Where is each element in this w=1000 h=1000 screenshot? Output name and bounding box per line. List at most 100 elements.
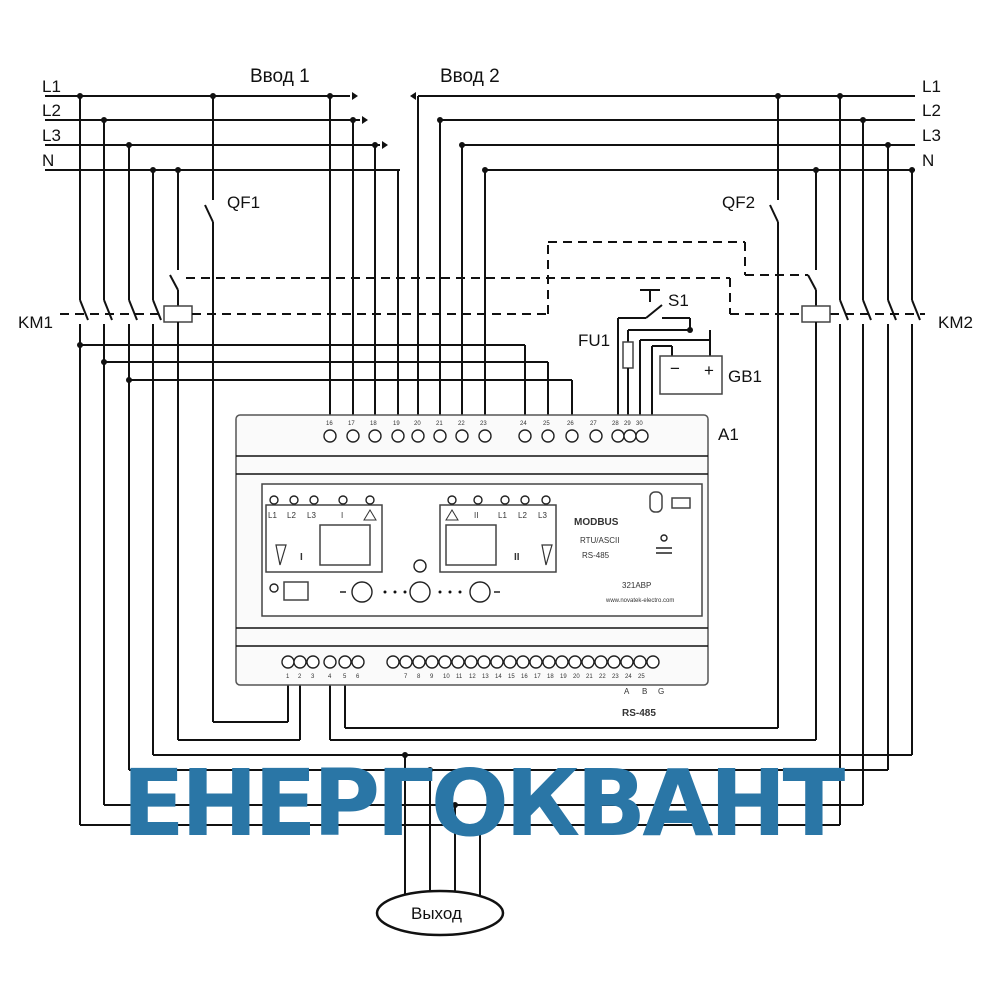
right-drops bbox=[775, 93, 921, 825]
port-icon bbox=[649, 491, 663, 513]
input2-label: Ввод 2 bbox=[440, 66, 500, 87]
svg-text:6: 6 bbox=[356, 674, 360, 680]
rs485-pin-g: G bbox=[658, 687, 664, 696]
qf2-label: QF2 bbox=[722, 193, 755, 212]
svg-text:28: 28 bbox=[612, 421, 619, 427]
generator-led-icon bbox=[269, 583, 279, 593]
rs485-pin-a: A bbox=[624, 687, 630, 696]
svg-text:23: 23 bbox=[612, 674, 619, 680]
svg-text:26: 26 bbox=[567, 421, 574, 427]
km1-label: KM1 bbox=[18, 313, 53, 332]
svg-text:21: 21 bbox=[436, 421, 443, 427]
top-terminals bbox=[323, 429, 649, 443]
svg-text:II: II bbox=[514, 552, 520, 563]
svg-text:2: 2 bbox=[298, 674, 302, 680]
svg-text:19: 19 bbox=[560, 674, 567, 680]
modbus-label: MODBUS bbox=[574, 517, 619, 528]
output-bus bbox=[80, 752, 912, 900]
svg-text:22: 22 bbox=[599, 674, 606, 680]
svg-text:13: 13 bbox=[482, 674, 489, 680]
qf1-breaker bbox=[204, 96, 289, 723]
svg-text:17: 17 bbox=[348, 421, 355, 427]
phase-label-l2-right: L2 bbox=[922, 101, 941, 120]
svg-text:22: 22 bbox=[458, 421, 465, 427]
svg-text:L3: L3 bbox=[307, 511, 316, 520]
svg-text:4: 4 bbox=[328, 674, 332, 680]
svg-text:7: 7 bbox=[404, 674, 408, 680]
svg-text:I: I bbox=[341, 511, 343, 520]
gb1-label: GB1 bbox=[728, 367, 762, 386]
phase-label-l1-left: L1 bbox=[42, 77, 61, 96]
svg-text:20: 20 bbox=[414, 421, 421, 427]
km2-label: KM2 bbox=[938, 313, 973, 332]
svg-text:24: 24 bbox=[625, 674, 632, 680]
svg-text:27: 27 bbox=[590, 421, 597, 427]
qf1-label: QF1 bbox=[227, 193, 260, 212]
svg-text:18: 18 bbox=[547, 674, 554, 680]
input1-label: Ввод 1 bbox=[250, 66, 310, 87]
svg-text:1: 1 bbox=[286, 674, 290, 680]
svg-text:18: 18 bbox=[370, 421, 377, 427]
usb-icon bbox=[671, 497, 691, 509]
phase-label-l3-right: L3 bbox=[922, 126, 941, 145]
svg-text:L1: L1 bbox=[268, 511, 277, 520]
phase-label-n-right: N bbox=[922, 151, 934, 170]
svg-text:16: 16 bbox=[521, 674, 528, 680]
battery-circuit bbox=[617, 289, 723, 430]
svg-text:15: 15 bbox=[508, 674, 515, 680]
s1-label: S1 bbox=[668, 291, 689, 310]
panel-input-ii: II L1 L2 L3 II bbox=[439, 495, 557, 573]
svg-text:3: 3 bbox=[311, 674, 315, 680]
svg-text:16: 16 bbox=[326, 421, 333, 427]
watermark-logo: ЕНЕРГОКВАНТ bbox=[122, 750, 845, 857]
svg-text:I: I bbox=[300, 552, 303, 563]
svg-text:II: II bbox=[474, 511, 478, 520]
top-terminal-numbers: 16 17 18 19 20 21 22 23 24 25 26 27 28 2… bbox=[326, 421, 643, 427]
output-ellipse bbox=[375, 889, 505, 937]
svg-text:8: 8 bbox=[417, 674, 421, 680]
battery-minus: − bbox=[670, 359, 680, 378]
device-model: 321АВР bbox=[622, 581, 651, 590]
phase-label-l1-right: L1 bbox=[922, 77, 941, 96]
svg-text:11: 11 bbox=[456, 674, 463, 680]
left-bus bbox=[45, 92, 400, 171]
rs485-pin-b: B bbox=[642, 687, 647, 696]
svg-text:30: 30 bbox=[636, 421, 643, 427]
battery-plus: + bbox=[704, 361, 714, 380]
svg-text:12: 12 bbox=[469, 674, 476, 680]
bottom-terminals-left: 1 2 3 4 5 6 bbox=[281, 655, 365, 680]
svg-text:21: 21 bbox=[586, 674, 593, 680]
interlock-dashed bbox=[60, 241, 925, 315]
svg-text:29: 29 bbox=[624, 421, 631, 427]
svg-text:25: 25 bbox=[543, 421, 550, 427]
modbus-modes: RTU/ASCII bbox=[580, 536, 619, 545]
svg-text:L3: L3 bbox=[538, 511, 547, 520]
km1-coil bbox=[163, 170, 301, 741]
svg-text:L2: L2 bbox=[518, 511, 527, 520]
panel-buttons bbox=[340, 581, 500, 603]
svg-text:19: 19 bbox=[393, 421, 400, 427]
rs485-label: RS-485 bbox=[622, 708, 656, 719]
svg-text:24: 24 bbox=[520, 421, 527, 427]
fu1-label: FU1 bbox=[578, 331, 610, 350]
right-sense-lines bbox=[417, 96, 488, 430]
svg-text:L1: L1 bbox=[498, 511, 507, 520]
svg-text:20: 20 bbox=[573, 674, 580, 680]
km2-coil bbox=[329, 170, 831, 741]
center-indicator bbox=[413, 559, 427, 573]
generator-icon bbox=[283, 581, 309, 601]
panel-input-i: L1 L2 L3 I I bbox=[265, 495, 383, 573]
qf2-breaker bbox=[344, 96, 779, 729]
svg-text:17: 17 bbox=[534, 674, 541, 680]
svg-text:23: 23 bbox=[480, 421, 487, 427]
phase-label-n-left: N bbox=[42, 151, 54, 170]
device-website: www.novatek-electro.com bbox=[605, 598, 674, 604]
svg-text:L2: L2 bbox=[287, 511, 296, 520]
svg-text:5: 5 bbox=[343, 674, 347, 680]
output-label: Выход bbox=[411, 904, 462, 923]
status-led-icon bbox=[660, 534, 668, 542]
svg-text:14: 14 bbox=[495, 674, 502, 680]
left-sense-lines bbox=[327, 93, 399, 430]
modbus-interface: RS-485 bbox=[582, 551, 610, 560]
